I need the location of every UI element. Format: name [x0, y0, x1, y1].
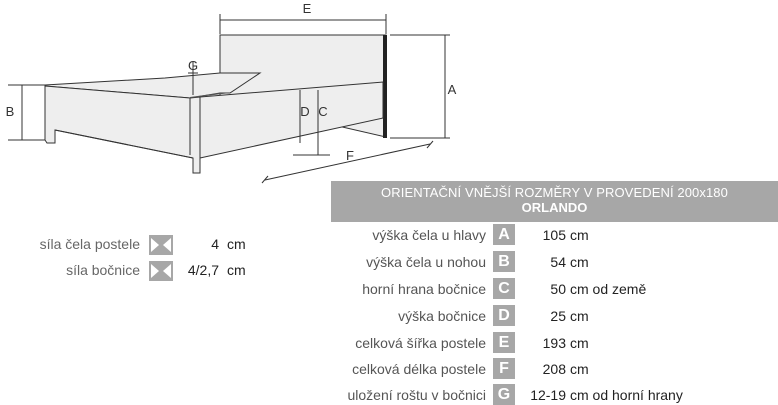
thickness-row-value: 4 — [211, 236, 219, 252]
spec-row-label: horní hrana bočnice — [362, 281, 486, 297]
spec-row-badge: F — [493, 358, 515, 379]
spec-row-value: 193 — [542, 335, 566, 351]
thickness-icon — [149, 235, 173, 255]
spec-row-badge: D — [493, 305, 515, 326]
spec-row-unit: cm od horní hrany — [570, 387, 683, 403]
spec-row: uložení roštu v bočnici G 12-19 cm od ho… — [0, 382, 778, 405]
spec-row-value: 208 — [542, 361, 566, 377]
spec-row-badge: C — [493, 278, 515, 299]
spec-row: výška bočnice D 25 cm — [0, 303, 778, 330]
spec-row-badge: G — [493, 384, 515, 405]
thickness-row-unit: cm — [227, 262, 246, 278]
thickness-row-label: síla bočnice — [66, 262, 140, 278]
bed-dimension-drawing: E G B D C A F — [6, 1, 457, 184]
spec-row-unit: cm — [570, 335, 589, 351]
dim-label-e: E — [303, 1, 312, 16]
spec-row-value: 50 — [550, 281, 566, 297]
dim-label-a: A — [448, 82, 457, 97]
spec-title: ORIENTAČNÍ VNĚJŠÍ ROZMĚRY V PROVEDENÍ 20… — [381, 185, 728, 200]
spec-row-badge: E — [493, 332, 515, 353]
thickness-row: síla čela postele 4 cm — [0, 232, 330, 258]
spec-row: výška čela u nohou B 54 cm — [0, 249, 778, 276]
thickness-row-value: 4/2,7 — [187, 262, 219, 278]
spec-header: ORIENTAČNÍ VNĚJŠÍ ROZMĚRY V PROVEDENÍ 20… — [331, 181, 778, 222]
spec-row-label: celková šířka postele — [355, 335, 486, 351]
spec-row: celková délka postele F 208 cm — [0, 356, 778, 383]
spec-row-label: výška čela u hlavy — [372, 227, 486, 243]
spec-row-value: 54 — [550, 254, 566, 270]
dim-label-f: F — [346, 148, 354, 163]
thickness-row-unit: cm — [227, 236, 246, 252]
thickness-row: síla bočnice 4/2,7 cm — [0, 258, 330, 284]
spec-row-unit: cm — [570, 254, 589, 270]
spec-row: horní hrana bočnice C 50 cm od země — [0, 276, 778, 303]
spec-row-label: uložení roštu v bočnici — [347, 387, 486, 403]
spec-row-label: výška čela u nohou — [366, 254, 486, 270]
spec-row-badge: B — [493, 251, 515, 272]
dim-label-c: C — [318, 104, 327, 119]
thickness-icon — [149, 261, 173, 281]
spec-row-value: 105 — [542, 227, 566, 243]
dim-label-d: D — [300, 104, 309, 119]
spec-row-badge: A — [493, 224, 515, 245]
spec-row-unit: cm od země — [570, 281, 647, 297]
spec-subtitle: ORLANDO — [521, 200, 588, 215]
spec-row-label: celková délka postele — [352, 361, 486, 377]
dim-label-g: G — [188, 58, 198, 73]
spec-row-value: 12-19 — [530, 387, 566, 403]
spec-row-label: výška bočnice — [398, 308, 486, 324]
dim-label-b: B — [6, 104, 15, 119]
thickness-row-label: síla čela postele — [39, 236, 140, 252]
spec-row-unit: cm — [570, 227, 589, 243]
spec-row: výška čela u hlavy A 105 cm — [0, 222, 778, 249]
spec-row: celková šířka postele E 193 cm — [0, 330, 778, 357]
spec-row-unit: cm — [570, 308, 589, 324]
spec-row-unit: cm — [570, 361, 589, 377]
spec-row-value: 25 — [550, 308, 566, 324]
